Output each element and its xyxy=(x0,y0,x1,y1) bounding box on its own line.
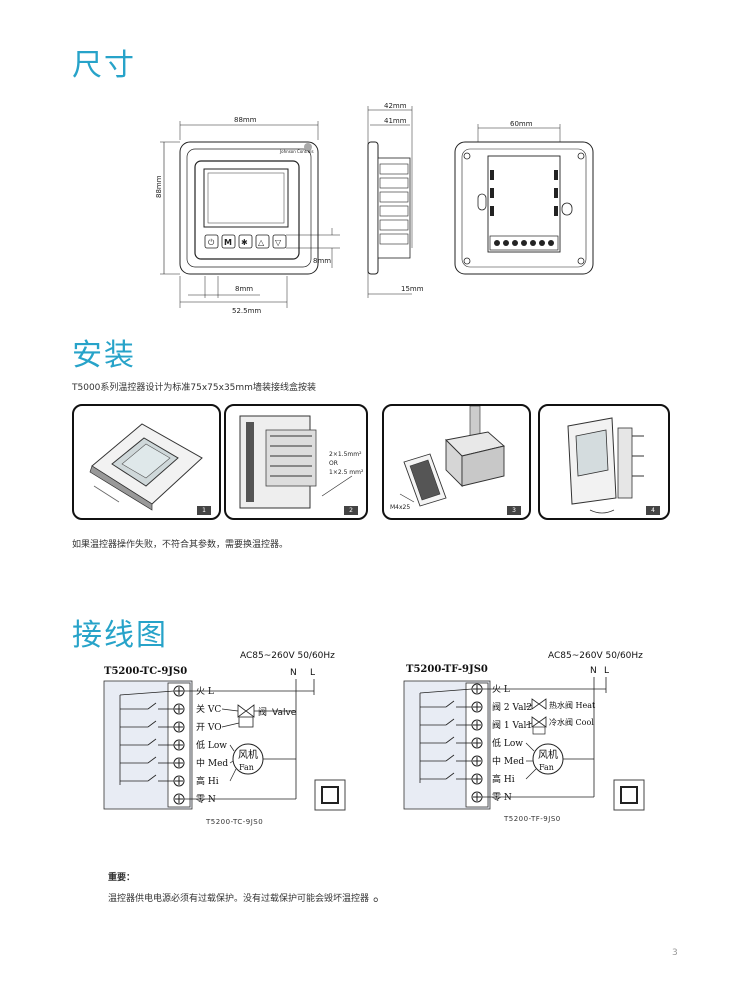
install-photo-4: 4 xyxy=(538,404,670,520)
brand-label: Johnson Controls xyxy=(279,149,314,154)
terminal-label: 开 VO xyxy=(196,722,222,733)
valve-symbol xyxy=(221,704,255,728)
page-number: 3 xyxy=(672,948,678,958)
svg-text:▽: ▽ xyxy=(275,238,282,247)
terminal-label: 零 N xyxy=(196,794,216,805)
dim-btn-8-bottom: 8mm xyxy=(235,285,253,293)
terminal-label: 低 Low xyxy=(196,739,227,751)
wiring-diagram-tc: AC85~260V 50/60Hz T5200-TC-9JS0 N L 火 L … xyxy=(103,651,346,811)
install-photo-2: 2×1.5mm² OR 1×2.5 mm² 2 xyxy=(224,404,368,520)
fan-en: Fan xyxy=(239,763,254,772)
dim-52-5: 52.5mm xyxy=(232,307,261,315)
installation-note: 如果温控器操作失败，不符合其参数，需要换温控器。 xyxy=(72,540,289,550)
svg-text:△: △ xyxy=(258,238,265,247)
thermostat-front-image xyxy=(89,423,203,511)
dim-depth-15: 15mm xyxy=(401,285,424,293)
photo-number: 2 xyxy=(344,506,358,515)
thermostat-back-wiring-image xyxy=(239,415,353,509)
important-title: 重要： xyxy=(108,873,136,883)
heat-valve-label: 热水阀 Heat xyxy=(549,700,596,710)
section-title-wiring: 接线图 xyxy=(72,618,168,653)
install-photo-3: M4x25 3 xyxy=(382,404,531,520)
svg-text:M: M xyxy=(224,238,232,247)
heat-valve-symbol xyxy=(525,698,547,710)
terminal-label: 阀 1 Val1 xyxy=(492,720,532,731)
terminal-label: 高 Hi xyxy=(196,775,219,787)
diagram-caption-tf: T5200-TF-9JS0 xyxy=(504,815,561,823)
dim-depth-42: 42mm xyxy=(384,102,407,110)
line-label: L xyxy=(604,666,609,676)
model-label: T5200-TF-9JS0 xyxy=(406,664,488,675)
front-view: 88mm 88mm Johnson Controls ⏻ M ✱ △ ▽ 8mm xyxy=(155,116,340,315)
fan-en: Fan xyxy=(539,763,554,772)
internal-relays xyxy=(419,688,473,783)
terminal-label: 零 N xyxy=(492,792,512,803)
photo-number: 4 xyxy=(646,506,660,515)
dim-depth-41: 41mm xyxy=(384,117,407,125)
dim-width-88: 88mm xyxy=(234,116,257,124)
terminal-label: 高 Hi xyxy=(492,773,515,785)
diagram-caption-tc: T5200-TC-9JS0 xyxy=(206,818,264,826)
terminal-label: 中 Med xyxy=(196,757,228,769)
neutral-label: N xyxy=(290,668,297,678)
dimension-drawings: 88mm 88mm Johnson Controls ⏻ M ✱ △ ▽ 8mm xyxy=(155,102,594,315)
svg-text:⏻: ⏻ xyxy=(208,238,215,247)
wiring-diagram-tf: AC85~260V 50/60Hz T5200-TF-9JS0 N L 火 L … xyxy=(403,651,645,811)
terminal-block xyxy=(173,685,185,805)
thermostat-mounted-image xyxy=(567,417,644,514)
cool-valve-symbol xyxy=(525,716,547,735)
valve-en: Valve xyxy=(272,708,297,718)
side-view: 42mm 41mm 15mm xyxy=(367,102,424,298)
internal-relays xyxy=(119,690,175,785)
supply-label: AC85~260V 50/60Hz xyxy=(548,651,643,661)
front-buttons: ⏻ M ✱ △ ▽ xyxy=(204,234,287,249)
terminal-label: 火 L xyxy=(492,684,510,695)
install-photo-1: 1 xyxy=(72,404,221,520)
installation-intro: T5000系列温控器设计为标准75x75x35mm墙装接线盒按装 xyxy=(72,383,316,393)
line-label: L xyxy=(310,668,315,678)
valve-cn: 阀 xyxy=(258,707,267,718)
neutral-label: N xyxy=(590,666,597,676)
section-title-dimensions: 尺寸 xyxy=(72,48,136,83)
dim-btn-8-right: 8mm xyxy=(313,257,331,265)
model-label: T5200-TC-9JS0 xyxy=(104,666,187,677)
screw-spec: M4x25 xyxy=(390,504,411,511)
terminal-label: 低 Low xyxy=(492,737,523,749)
photo-number: 1 xyxy=(197,506,211,515)
dim-height-88: 88mm xyxy=(155,175,163,198)
supply-label: AC85~260V 50/60Hz xyxy=(240,651,335,661)
terminal-label: 火 L xyxy=(196,686,214,697)
fan-cn: 风机 xyxy=(538,748,558,761)
important-text: 温控器供电电源必须有过载保护。没有过载保护可能会毁坏温控器。 xyxy=(108,889,388,905)
photo-number: 3 xyxy=(507,506,521,515)
section-title-installation: 安装 xyxy=(72,338,136,373)
terminal-label: 阀 2 Val2 xyxy=(492,702,532,713)
terminal-label: 中 Med xyxy=(492,755,524,767)
cool-valve-label: 冷水阀 Cool xyxy=(549,717,594,727)
back-view: 60mm xyxy=(454,120,594,275)
wire-spec: 2×1.5mm² OR 1×2.5 mm² xyxy=(329,451,364,476)
fan-cn: 风机 xyxy=(238,748,258,761)
wall-box-mounting-image xyxy=(399,406,505,507)
dim-back-60: 60mm xyxy=(510,120,533,128)
terminal-label: 关 VC xyxy=(196,703,221,715)
svg-text:✱: ✱ xyxy=(241,238,248,247)
